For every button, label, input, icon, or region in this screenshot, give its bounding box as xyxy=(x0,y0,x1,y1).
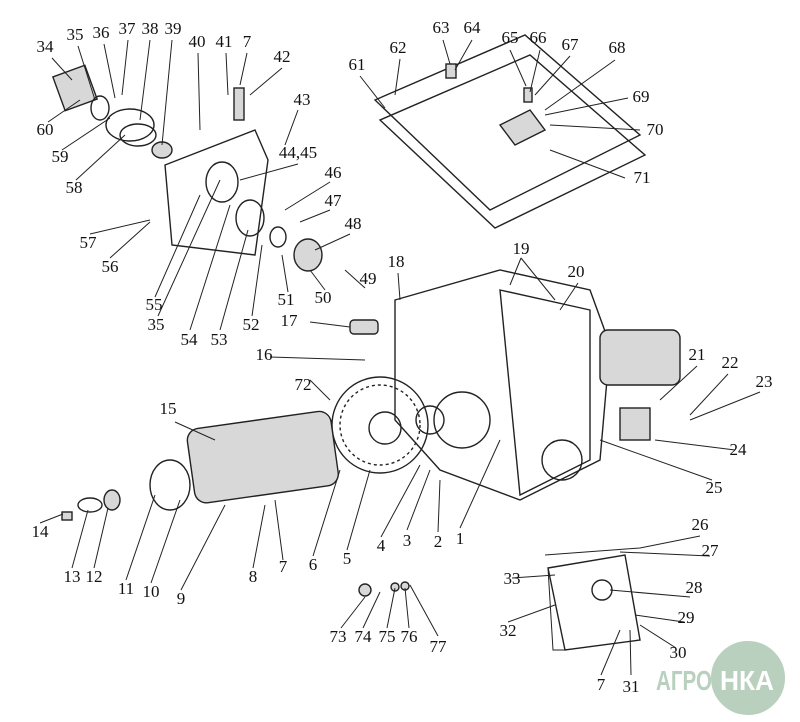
agronka-logo: АГРО НКА xyxy=(656,639,787,717)
part-number-label: 2 xyxy=(434,532,443,551)
part-number-label: 41 xyxy=(216,32,233,51)
part-number-label: 62 xyxy=(390,38,407,57)
part-number-label: 34 xyxy=(37,37,55,56)
part-number-label: 65 xyxy=(502,28,519,47)
part-number-label: 13 xyxy=(64,567,81,586)
part-number-label: 61 xyxy=(349,55,366,74)
part-number-label: 11 xyxy=(118,579,134,598)
part-number-label: 46 xyxy=(325,163,342,182)
part-number-label: 71 xyxy=(634,168,651,187)
part-number-label: 53 xyxy=(211,330,228,349)
part-number-label: 42 xyxy=(274,47,291,66)
part-number-label: 14 xyxy=(32,522,50,541)
part-number-label: 73 xyxy=(330,627,347,646)
part-number-label: 76 xyxy=(401,627,418,646)
part-number-label: 68 xyxy=(609,38,626,57)
part-number-label: 52 xyxy=(243,315,260,334)
part-number-label: 6 xyxy=(309,555,318,574)
part-number-label: 57 xyxy=(80,233,98,252)
part-number-label: 1 xyxy=(456,529,465,548)
part-number-label: 43 xyxy=(294,90,311,109)
part-number-label: 44,45 xyxy=(279,143,317,162)
gear-and-shaft-assembly xyxy=(61,319,445,521)
part-number-label: 17 xyxy=(281,311,299,330)
part-number-label: 29 xyxy=(678,608,695,627)
part-number-label: 26 xyxy=(692,515,709,534)
part-number-label: 25 xyxy=(706,478,723,497)
part-number-label: 23 xyxy=(756,372,773,391)
part-number-label: 4 xyxy=(377,536,386,555)
top-left-cover-assembly xyxy=(51,64,323,272)
part-number-label: 33 xyxy=(504,569,521,588)
part-number-label: 31 xyxy=(623,677,640,696)
part-number-label: 24 xyxy=(730,440,748,459)
part-number-label: 40 xyxy=(189,32,206,51)
gearbox-housing xyxy=(394,269,681,501)
part-number-label: 3 xyxy=(403,531,412,550)
part-number-label: 55 xyxy=(146,295,163,314)
part-number-label: 63 xyxy=(433,18,450,37)
part-number-label: 49 xyxy=(360,269,377,288)
part-number-label: 21 xyxy=(689,345,706,364)
part-number-label: 54 xyxy=(181,330,199,349)
part-number-label: 58 xyxy=(66,178,83,197)
part-number-label: 51 xyxy=(278,290,295,309)
part-number-label: 67 xyxy=(562,35,580,54)
part-number-label: 27 xyxy=(702,541,720,560)
part-number-label: 15 xyxy=(160,399,177,418)
part-number-label: 9 xyxy=(177,589,186,608)
part-number-label: 19 xyxy=(513,239,530,258)
logo-text-right: НКА xyxy=(720,665,774,696)
part-number-label: 35 xyxy=(148,315,165,334)
part-number-label: 10 xyxy=(143,582,160,601)
part-number-label: 39 xyxy=(165,19,182,38)
part-number-label: 56 xyxy=(102,257,119,276)
part-number-label: 30 xyxy=(670,643,687,662)
part-number-label: 37 xyxy=(119,19,137,38)
part-number-label: 74 xyxy=(355,627,373,646)
part-number-label: 66 xyxy=(530,28,547,47)
logo-text-left: АГРО xyxy=(656,665,712,696)
part-number-label: 18 xyxy=(388,252,405,271)
leader-lines xyxy=(39,39,761,676)
part-number-label: 64 xyxy=(464,18,482,37)
part-number-label: 20 xyxy=(568,262,585,281)
part-number-label: 69 xyxy=(633,87,650,106)
part-number-label: 32 xyxy=(500,621,517,640)
part-number-label: 50 xyxy=(315,288,332,307)
part-number-label: 28 xyxy=(686,578,703,597)
part-number-label: 16 xyxy=(256,345,273,364)
part-number-label: 36 xyxy=(93,23,110,42)
part-number-label: 48 xyxy=(345,214,362,233)
part-number-label: 35 xyxy=(67,25,84,44)
part-number-label: 7 xyxy=(279,557,288,576)
part-number-label: 72 xyxy=(295,375,312,394)
part-number-label: 47 xyxy=(325,191,343,210)
part-number-label: 70 xyxy=(647,120,664,139)
part-number-label: 59 xyxy=(52,147,69,166)
part-number-label: 5 xyxy=(343,549,352,568)
part-number-label: 22 xyxy=(722,353,739,372)
part-number-label: 12 xyxy=(86,567,103,586)
part-number-label: 8 xyxy=(249,567,258,586)
part-number-label: 38 xyxy=(142,19,159,38)
part-number-label: 75 xyxy=(379,627,396,646)
top-right-cover-assembly xyxy=(373,34,647,229)
part-number-label: 77 xyxy=(430,637,448,656)
part-number-label: 7 xyxy=(597,675,606,694)
part-number-label: 60 xyxy=(37,120,54,139)
part-number-label: 7 xyxy=(243,32,252,51)
